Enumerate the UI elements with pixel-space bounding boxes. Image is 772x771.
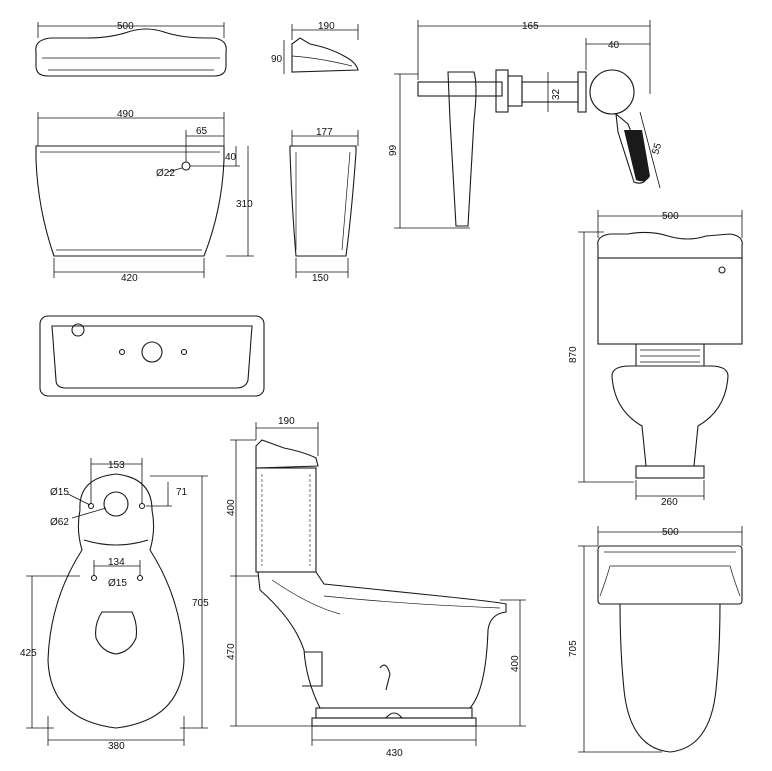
front-elevation-view: 500 870 260 — [568, 210, 743, 508]
lid-depth-label: 190 — [318, 21, 335, 32]
pan-plan-view: 153 Ø15 71 Ø62 134 Ø15 705 425 380 — [20, 458, 209, 752]
cistern-inside-top-view — [39, 315, 265, 397]
plan-width-label: 380 — [108, 741, 125, 752]
front-height-label: 870 — [568, 346, 579, 363]
side-rim-height-label: 400 — [510, 655, 521, 672]
inlet-offset-label: 65 — [196, 126, 208, 137]
cistern-depth-label: 177 — [316, 127, 333, 138]
lid-width-label: 500 — [117, 21, 134, 32]
cistern-base-depth-label: 150 — [312, 273, 329, 284]
front-width-label: 500 — [662, 211, 679, 222]
cistern-front-view: 490 65 40 Ø22 310 420 — [35, 109, 254, 284]
seat-hole-dia-label: Ø15 — [108, 578, 127, 589]
pan-hole-dia-label: Ø15 — [50, 487, 69, 498]
side-elevation-view: 190 400 470 400 430 — [226, 416, 526, 759]
plan-rear-label: 425 — [20, 648, 37, 659]
lever-bolt-label: 40 — [608, 40, 620, 51]
side-pan-height-label: 470 — [226, 643, 237, 660]
seat-hole-span-label: 134 — [108, 557, 125, 568]
pan-hole-span-label: 153 — [108, 460, 125, 471]
plan-length-label: 705 — [192, 598, 209, 609]
side-base-label: 430 — [386, 748, 403, 759]
side-cistern-height-label: 400 — [226, 499, 237, 516]
top-plan-view: 500 705 — [568, 526, 743, 753]
front-base-label: 260 — [661, 497, 678, 508]
pan-hole-offset-label: 71 — [176, 487, 188, 498]
cistern-base-label: 420 — [121, 273, 138, 284]
top-width-label: 500 — [662, 527, 679, 538]
lever-handle-label: 55 — [650, 141, 664, 155]
cistern-height-label: 310 — [236, 199, 253, 210]
cistern-lid-top-view: 500 — [35, 21, 227, 77]
inlet-dia-label: Ø22 — [156, 168, 175, 179]
lid-height-label: 90 — [271, 54, 283, 65]
top-length-label: 705 — [568, 640, 579, 657]
cistern-width-label: 490 — [117, 109, 134, 120]
inlet-height-label: 40 — [225, 152, 237, 163]
side-depth-label: 190 — [278, 416, 295, 427]
cistern-side-view: 177 150 — [289, 127, 359, 284]
lever-thread-label: 32 — [551, 88, 562, 100]
lever-length-label: 165 — [522, 21, 539, 32]
pan-outlet-dia-label: Ø62 — [50, 517, 69, 528]
cistern-lid-side-view: 190 90 — [271, 21, 359, 74]
lever-drop-label: 99 — [388, 144, 399, 156]
flush-lever-drawing: 165 40 32 99 55 — [388, 20, 664, 229]
